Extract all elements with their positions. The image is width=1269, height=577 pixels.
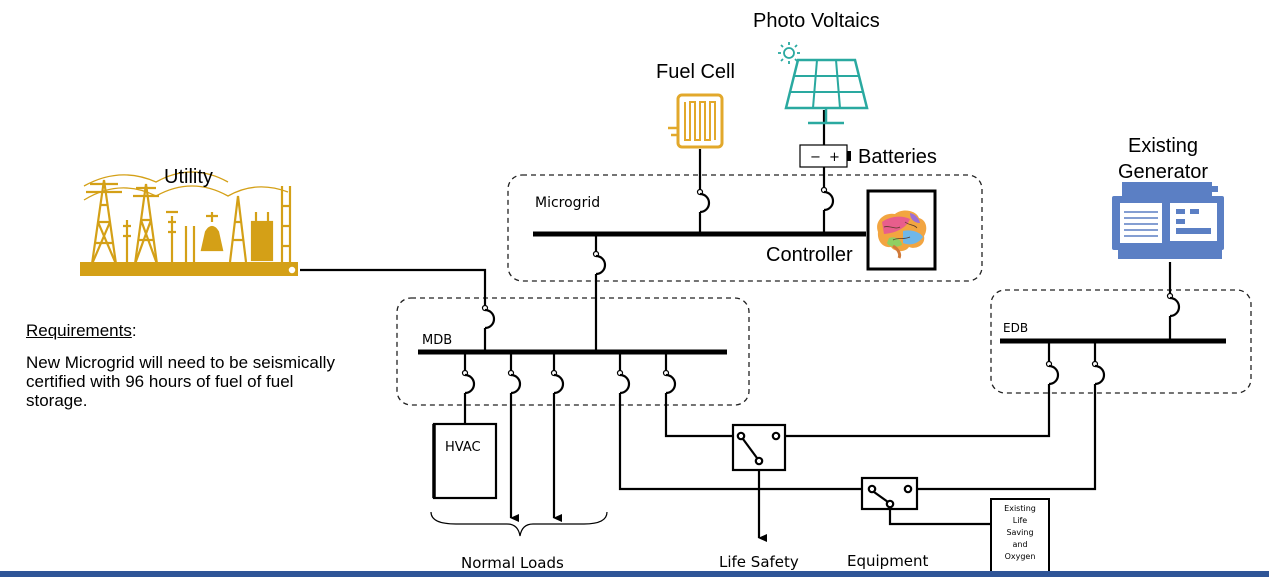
generator-icon: [1112, 182, 1224, 259]
bottom-accent-bar: [0, 571, 1269, 577]
hvac-label: HVAC: [445, 440, 481, 455]
hvac-box: [432, 422, 498, 500]
fuel-cell-label: Fuel Cell: [656, 61, 735, 83]
load-runs: [463, 384, 1097, 542]
utility-label: Utility: [164, 166, 213, 188]
microgrid-enclosure: [507, 174, 983, 282]
fuel-cell-icon: [668, 93, 724, 149]
existing-box-line: and: [1012, 540, 1027, 549]
mdb-outgoing-breakers: [461, 352, 677, 395]
microgrid-to-mdb-feeder: [592, 234, 607, 352]
requirements-note: Requirements: New Microgrid will need to…: [26, 321, 356, 410]
utility-substation-icon: [80, 171, 298, 276]
edb-breakers: [1045, 262, 1181, 386]
equipment-label: Equipment: [847, 552, 929, 570]
battery-minus-sign: −: [810, 150, 821, 165]
requirements-heading: Requirements:: [26, 321, 356, 340]
battery-feeder: [820, 110, 835, 234]
equipment-transfer-switch: [860, 476, 919, 511]
existing-life-saving-box: [990, 498, 1050, 577]
existing-box-line: Life: [1013, 516, 1027, 525]
sun-icon: [778, 42, 800, 64]
requirements-body: New Microgrid will need to be seismicall…: [26, 353, 335, 410]
solar-panel-icon: [778, 42, 869, 125]
edb-label: EDB: [1003, 321, 1028, 335]
existing-generator-label-line2: Generator: [1118, 161, 1208, 183]
batteries-label: Batteries: [858, 146, 937, 168]
brain-icon: [877, 210, 927, 259]
mdb-enclosure: [396, 297, 750, 406]
battery-icon: − +: [799, 144, 851, 168]
mdb-label: MDB: [422, 333, 452, 348]
requirements-title: Requirements: [26, 321, 132, 340]
edb-enclosure: [990, 289, 1252, 394]
battery-plus-sign: +: [829, 150, 840, 165]
photo-voltaics-label: Photo Voltaics: [753, 10, 880, 32]
existing-generator-label-line1: Existing: [1128, 135, 1198, 157]
existing-box-line: Saving: [1006, 528, 1033, 537]
microgrid-label: Microgrid: [535, 195, 600, 211]
life-safety-label: Life Safety: [719, 553, 799, 571]
requirements-colon: :: [131, 321, 137, 340]
existing-life-saving-text: Existing Life Saving and Oxygen: [1004, 504, 1036, 561]
normal-loads-label: Normal Loads: [461, 554, 564, 572]
life-safety-transfer-switch: [731, 423, 787, 472]
fuel-cell-feeder: [696, 149, 711, 234]
existing-box-line: Oxygen: [1005, 552, 1036, 561]
utility-feeder: [300, 268, 496, 352]
existing-box-line: Existing: [1004, 504, 1036, 513]
normal-loads-brace: [430, 511, 608, 537]
controller-label: Controller: [766, 244, 853, 266]
